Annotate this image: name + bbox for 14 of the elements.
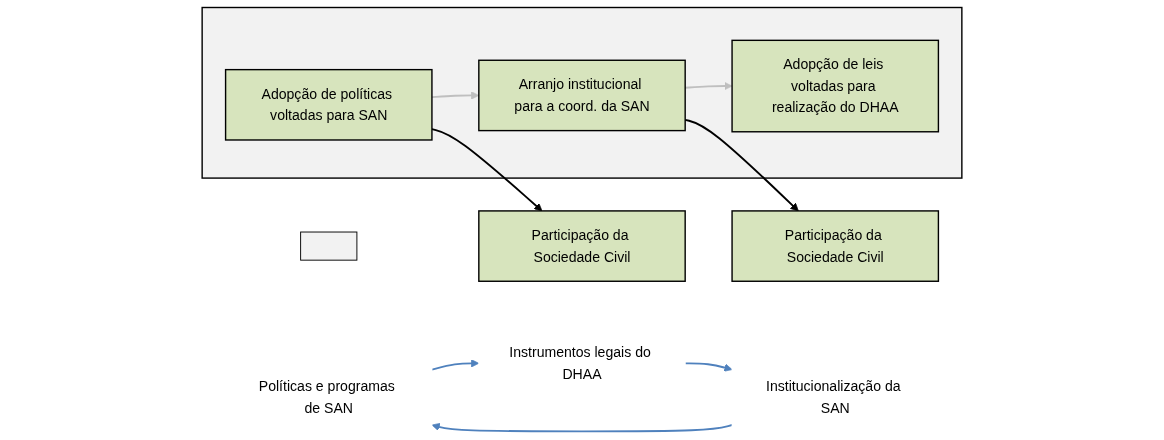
arrow: [684, 362, 733, 372]
arrow: [431, 128, 543, 212]
node-box: Participação da Sociedade Civil: [731, 210, 940, 282]
node-text: Políticas e programas de SAN: [258, 378, 395, 416]
node-box: Arranjo institucional para a coord. da SAN: [478, 59, 686, 132]
arrow: [431, 423, 733, 433]
cluster: [201, 6, 963, 179]
node-box: Adopção de leis voltadas para realização do DHAA: [731, 39, 940, 133]
node-box: Adopção de políticas voltadas para SAN: [224, 68, 433, 141]
arrow: [431, 359, 480, 371]
node-text: Instrumentos legais do DHAA: [509, 344, 651, 382]
node-box: Participação da Sociedade Civil: [478, 210, 686, 282]
node-text: Institucionalização da SAN: [766, 378, 901, 416]
node-bar: [300, 231, 358, 261]
